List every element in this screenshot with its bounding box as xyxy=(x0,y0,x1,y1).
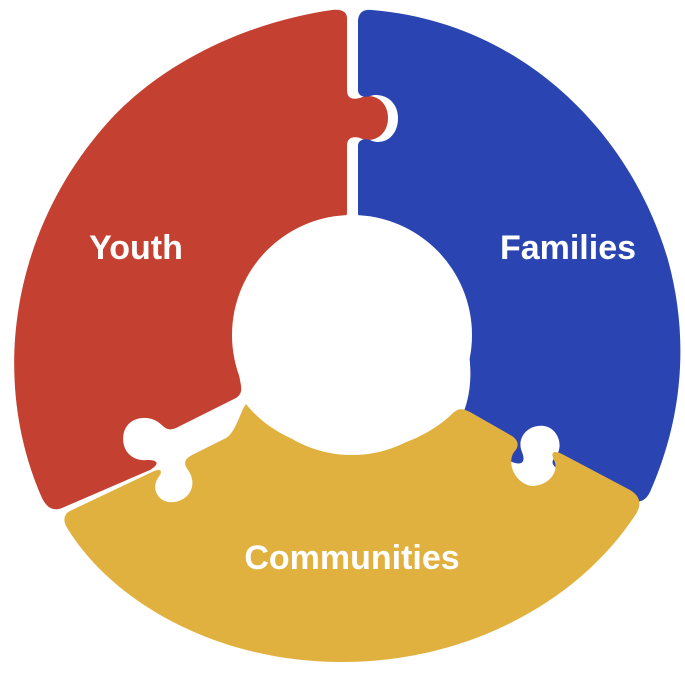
segment-youth xyxy=(14,9,388,510)
center-hole xyxy=(232,215,472,455)
label-communities: Communities xyxy=(244,539,459,577)
segment-communities xyxy=(64,404,640,662)
segment-families xyxy=(358,9,681,502)
label-youth: Youth xyxy=(89,229,183,267)
label-families: Families xyxy=(500,229,636,267)
